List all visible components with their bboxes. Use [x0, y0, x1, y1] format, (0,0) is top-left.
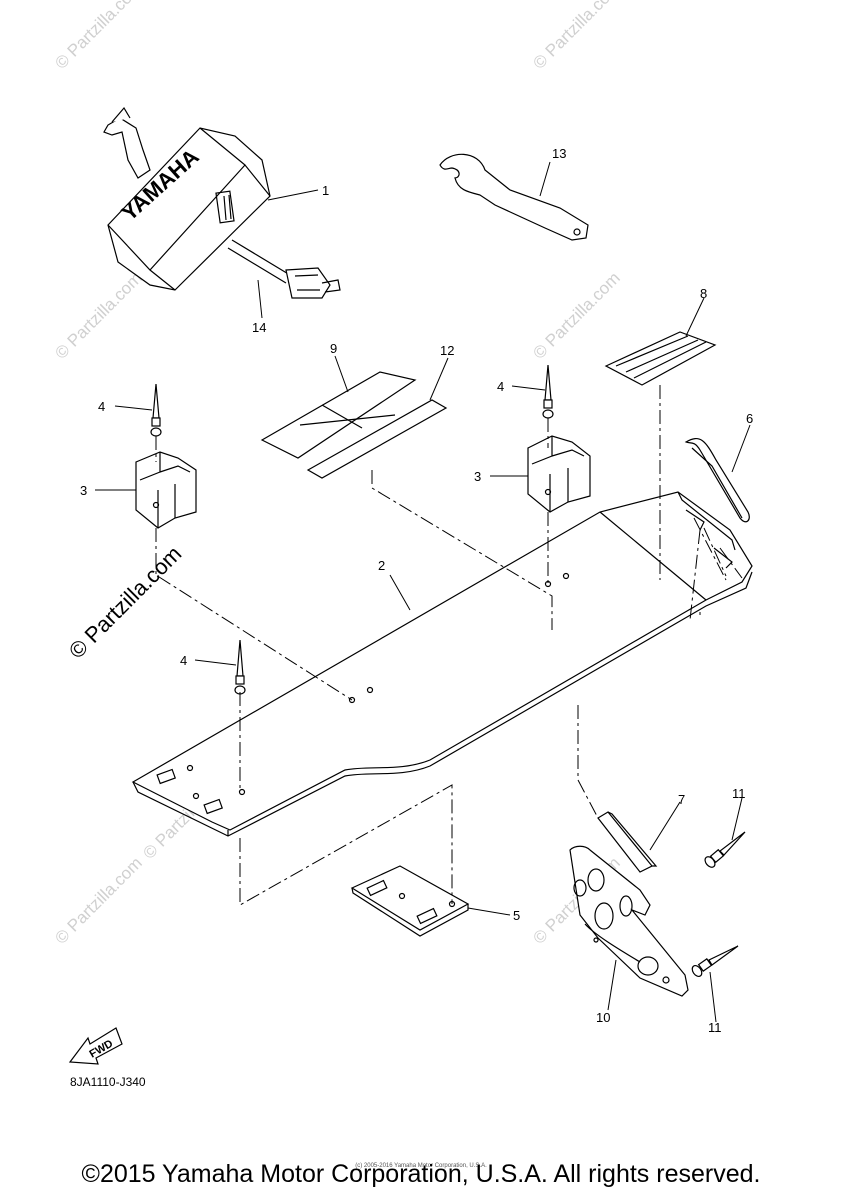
bracket — [569, 845, 689, 997]
watermark: © Partzilla.com — [529, 268, 623, 362]
copyright-fine-print: (c) 2005-2016 Yamaha Motor Corporation, … — [355, 1163, 487, 1169]
watermark: © Partzilla.com — [51, 268, 145, 362]
sticker-plate — [604, 331, 717, 386]
part-number-6: 6 — [746, 411, 753, 426]
rivet-1 — [150, 383, 162, 437]
part-number-4-left: 4 — [98, 399, 105, 414]
tool-bag: YAMAHA — [103, 106, 341, 299]
rod — [684, 438, 750, 523]
block — [597, 811, 658, 873]
watermark: © Partzilla.com — [529, 0, 623, 73]
part-number-12: 12 — [440, 343, 454, 358]
part-number-3-right: 3 — [474, 469, 481, 484]
part-number-13: 13 — [552, 146, 566, 161]
labels — [260, 371, 448, 479]
part-number-14: 14 — [252, 320, 266, 335]
fwd-arrow-icon: FWD — [68, 1027, 123, 1065]
copyright-notice: ©2015 Yamaha Motor Corporation, U.S.A. A… — [81, 1160, 761, 1188]
part-number-1: 1 — [322, 183, 329, 198]
leader-lines — [95, 161, 751, 1023]
watermark: © Partzilla.com — [51, 0, 145, 73]
part-number-7: 7 — [678, 792, 685, 807]
part-number-9: 9 — [330, 341, 337, 356]
spanner-wrench — [439, 153, 589, 241]
main-tray — [131, 491, 753, 837]
part-number-3-left: 3 — [80, 483, 87, 498]
rivet-11-upper — [704, 831, 746, 868]
plate — [350, 865, 470, 937]
part-number-4-right: 4 — [497, 379, 504, 394]
fwd-label: FWD — [88, 1038, 116, 1061]
part-number-4-lower: 4 — [180, 653, 187, 668]
part-number-10: 10 — [596, 1010, 610, 1025]
rivet-11-lower — [691, 945, 739, 978]
assembly-lines — [155, 385, 743, 906]
part-number-11-lower: 11 — [708, 1020, 722, 1035]
diagram-code: 8JA1110-J340 — [70, 1075, 146, 1089]
clip-right — [527, 435, 591, 513]
part-number-5: 5 — [513, 908, 520, 923]
watermark: © Partzilla.com — [51, 853, 145, 947]
part-numbers: 1 2 3 3 4 4 4 5 6 7 8 9 10 11 11 12 13 1… — [80, 146, 753, 1035]
part-number-11-upper: 11 — [732, 786, 746, 801]
clip-left — [135, 451, 197, 529]
watermark: © Partzilla.com — [64, 541, 187, 664]
rivet-3 — [234, 639, 246, 695]
part-number-8: 8 — [700, 286, 707, 301]
rivet-2 — [542, 364, 554, 419]
part-number-2: 2 — [378, 558, 385, 573]
